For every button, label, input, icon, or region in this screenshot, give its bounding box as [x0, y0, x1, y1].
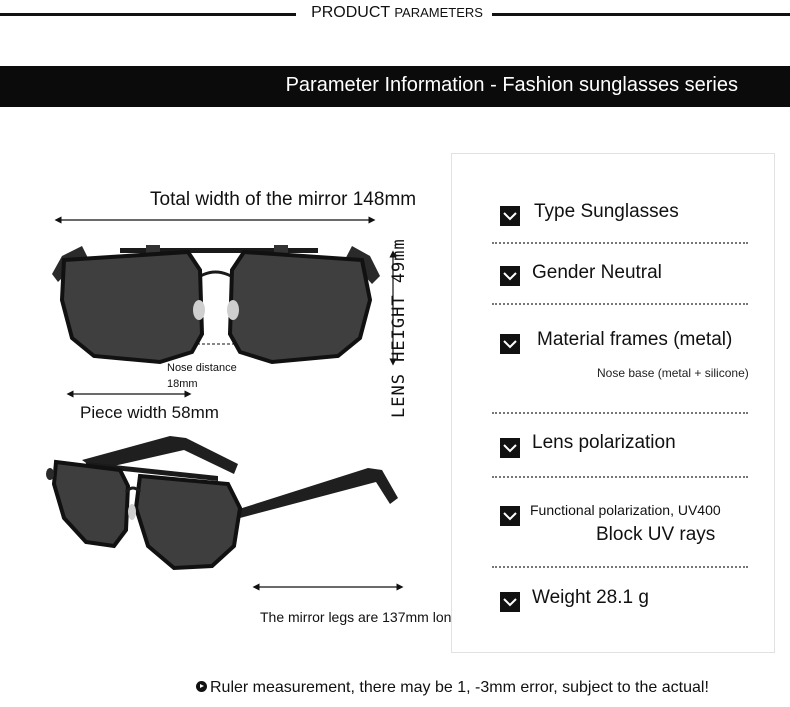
checkbox-check-icon	[500, 206, 520, 226]
nose-distance-value: 18mm	[167, 378, 198, 390]
lens-height-label: LENS HEIGHT 49mm	[389, 238, 409, 418]
parameter-banner: Parameter Information - Fashion sunglass…	[0, 66, 790, 107]
spec-function-line2: Block UV rays	[596, 524, 716, 545]
spec-gender-text: Gender Neutral	[532, 262, 662, 283]
banner-title: Parameter Information - Fashion sunglass…	[285, 74, 738, 96]
nose-distance-title: Nose distance	[167, 362, 237, 374]
measurement-note: Ruler measurement, there may be 1, -3mm …	[196, 679, 709, 697]
spec-material-text: Material frames (metal)	[537, 329, 733, 350]
spec-divider	[492, 412, 748, 414]
header-line-right	[492, 13, 790, 16]
angled-view-glasses	[46, 436, 398, 571]
checkbox-check-icon	[500, 334, 520, 354]
checkbox-check-icon	[500, 592, 520, 612]
front-view-glasses	[52, 245, 380, 365]
legs-length-label: The mirror legs are 137mm long	[260, 609, 460, 625]
spec-function-line1: Functional polarization, UV400	[530, 502, 721, 518]
header-title-sub: PARAMETERS	[394, 5, 483, 20]
checkbox-check-icon	[500, 438, 520, 458]
checkbox-check-icon	[500, 266, 520, 286]
spec-divider	[492, 566, 748, 568]
play-circle-icon	[196, 681, 207, 692]
spec-weight-text: Weight 28.1 g	[532, 587, 649, 608]
nose-distance-label: Nose distance 18mm	[167, 360, 237, 392]
header-line-left	[0, 13, 296, 16]
spec-material-subtext: Nose base (metal + silicone)	[597, 366, 749, 380]
spec-divider	[492, 242, 748, 244]
spec-divider	[492, 476, 748, 478]
spec-lens-text: Lens polarization	[532, 432, 676, 453]
total-width-label: Total width of the mirror 148mm	[150, 189, 417, 210]
header-title-main: PRODUCT	[311, 4, 395, 21]
measurement-note-text: Ruler measurement, there may be 1, -3mm …	[210, 679, 709, 696]
piece-width-label: Piece width 58mm	[80, 403, 219, 422]
spec-type-text: Type Sunglasses	[534, 201, 679, 222]
spec-panel: Type Sunglasses Gender Neutral Material …	[451, 153, 775, 653]
spec-divider	[492, 303, 748, 305]
checkbox-check-icon	[500, 506, 520, 526]
page-header-title: PRODUCT PARAMETERS	[306, 4, 488, 22]
